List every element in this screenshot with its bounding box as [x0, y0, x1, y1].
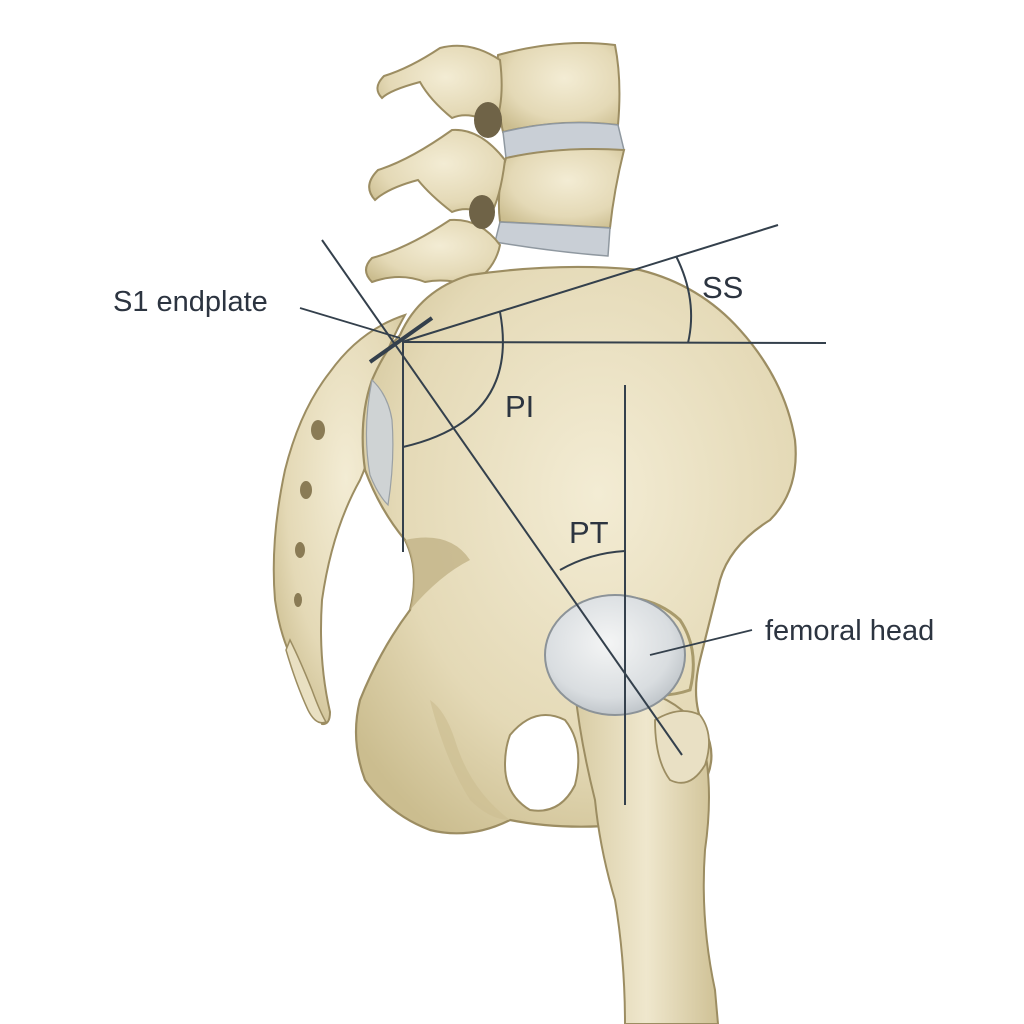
- sacral-foramen-1: [311, 420, 325, 440]
- sacral-slope-line: [401, 224, 779, 343]
- coccyx: [285, 638, 328, 724]
- femoral-head-leader: [649, 629, 753, 656]
- lumbar-spine: [365, 41, 626, 287]
- pi-label: PI: [505, 389, 534, 424]
- ss-angle-arc: [675, 255, 693, 344]
- sacral-foramen-3: [295, 542, 305, 558]
- spinous-process-1: [376, 44, 503, 127]
- foramen-upper: [474, 102, 502, 138]
- vertebra-middle: [497, 148, 626, 230]
- sacral-foramen-4: [294, 593, 302, 607]
- ischium: [430, 700, 510, 820]
- pt-label: PT: [569, 515, 609, 550]
- hip-bone: [354, 265, 797, 835]
- s1-endplate-line: [368, 316, 434, 364]
- s1-endplate-label: S1 endplate: [113, 286, 268, 318]
- pt-angle-arc: [559, 550, 626, 571]
- greater-trochanter: [654, 710, 710, 784]
- obturator-foramen: [503, 714, 580, 812]
- endplate-perpendicular-line: [321, 239, 683, 756]
- ss-label: SS: [702, 270, 743, 305]
- measurement-lines: [299, 224, 827, 805]
- femoral-head-label: femoral head: [765, 615, 934, 647]
- sacral-foramen-2: [300, 481, 312, 499]
- s1-endplate-leader: [299, 307, 401, 339]
- femoral-head-shape: [544, 594, 686, 716]
- horizontal-reference-line: [401, 341, 827, 344]
- spinous-process-2: [368, 128, 507, 217]
- sciatic-notch: [405, 537, 470, 610]
- disc-lower: [494, 221, 611, 257]
- sacroiliac-joint: [365, 378, 394, 507]
- spinous-process-3: [365, 218, 502, 287]
- pi-angle-arc: [402, 311, 504, 448]
- foramen-lower: [469, 195, 495, 229]
- vertebra-upper: [495, 41, 621, 134]
- femur: [544, 594, 720, 1024]
